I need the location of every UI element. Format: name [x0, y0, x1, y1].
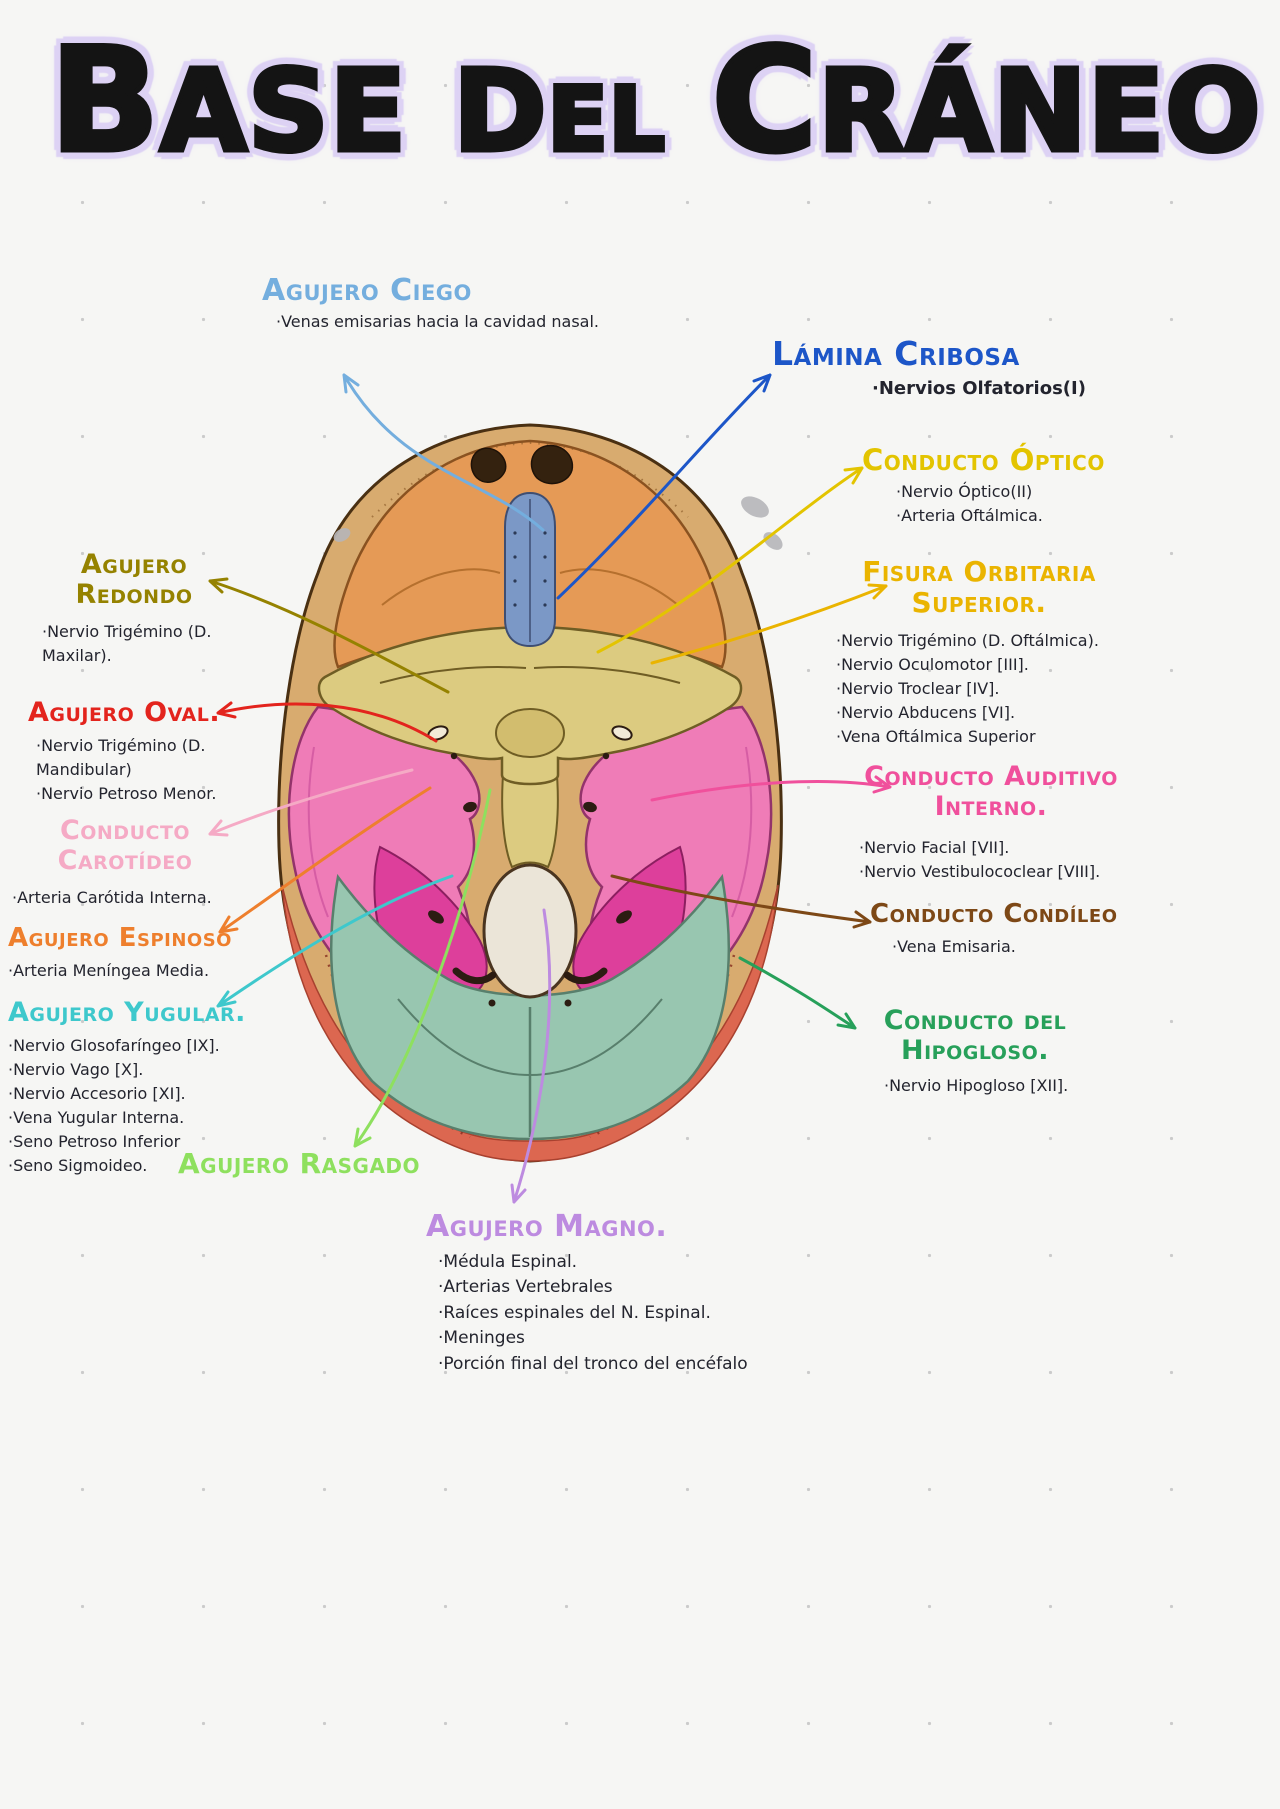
label-lamina-cribosa: Lámina Cribosa ·Nervios Olfatorios(I) [772, 334, 1112, 402]
label-agujero-ciego: Agujero Ciego ·Venas emisarias hacia la … [262, 274, 602, 334]
label-conducto-optico: Conducto Óptico ·Nervio Óptico(II) ·Arter… [862, 444, 1162, 528]
bullet-item: ·Arteria Carótida Interna. [12, 888, 212, 908]
bullet-item: ·Nervio Facial [VII]. [859, 838, 1010, 858]
label-items: ·Nervio Trigémino (D. Maxilar). [38, 620, 230, 668]
label-title: Fisura Orbitaria Superior. [862, 555, 1096, 620]
label-agujero-oval: Agujero Oval. ·Nervio Trigémino (D. Mand… [28, 697, 266, 806]
bullet-item: ·Nervio Petroso Menor. [36, 784, 217, 804]
label-items: ·Nervio Glosofaríngeo [IX]. ·Nervio Vago … [8, 1034, 250, 1178]
bullet-item: ·Vena Oftálmica Superior [836, 726, 1036, 746]
label-agujero-magno: Agujero Magno. ·Médula Espinal. ·Arterias… [426, 1210, 806, 1377]
label-title: Agujero Yugular. [8, 997, 246, 1028]
bullet-item: ·Arterias Vertebrales [438, 1277, 613, 1298]
label-items: ·Vena Emisaria. [870, 935, 1156, 959]
bullet-item: ·Nervio Trigémino (D. Oftálmica). [836, 630, 1099, 650]
bullet-item: ·Nervio Hipogloso [XII]. [884, 1076, 1069, 1096]
label-title: Conducto Óptico [862, 443, 1105, 477]
label-items: ·Médula Espinal. ·Arterias Vertebrales ·Ra… [426, 1250, 806, 1378]
label-title: Agujero Espinoso [8, 923, 232, 953]
bullet-item: ·Seno Petroso Inferior [8, 1132, 181, 1152]
bullet-item: ·Nervio Accesorio [XI]. [8, 1084, 186, 1104]
bullet-item: ·Nervio Abducens [VI]. [836, 702, 1016, 722]
title-word-craneo: Cráneo [709, 17, 1263, 184]
label-title: Agujero Ciego [262, 273, 472, 308]
label-title: Agujero Oval. [28, 697, 221, 728]
label-items: ·Nervio Trigémino (D. Mandibular) ·Nervio… [28, 734, 266, 806]
label-items: ·Venas emisarias hacia la cavidad nasal. [262, 310, 602, 334]
label-conducto-auditivo-interno: Conducto Auditivo Interno. ·Nervio Facia… [855, 761, 1127, 884]
label-items: ·Arteria Meníngea Media. [8, 959, 270, 983]
bullet-item: ·Raíces espinales del N. Espinal. [438, 1302, 711, 1323]
clivus-region [501, 762, 559, 869]
bullet-item: ·Seno Sigmoideo. [8, 1156, 148, 1176]
label-fisura-orbitaria-superior: Fisura Orbitaria Superior. ·Nervio Trigé… [828, 556, 1130, 749]
label-agujero-yugular: Agujero Yugular. ·Nervio Glosofaríngeo [… [8, 997, 250, 1178]
label-conducto-del-hipogloso: Conducto del Hipogloso. ·Nervio Hipoglos… [850, 1005, 1100, 1098]
label-title: Conducto del Hipogloso. [883, 1005, 1067, 1067]
label-agujero-rasgado: Agujero Rasgado [178, 1147, 468, 1180]
bullet-item: ·Arteria Meníngea Media. [8, 961, 210, 981]
bullet-item: ·Meninges [438, 1328, 525, 1349]
bullet-item: ·Arteria Oftálmica. [896, 506, 1043, 526]
bullet-item: ·Nervio Troclear [IV]. [836, 678, 1000, 698]
label-items: ·Nervio Hipogloso [XII]. [850, 1074, 1100, 1098]
label-conducto-carotideo: Conducto Carotídeo ·Arteria Carótida Int… [12, 815, 238, 910]
bullet-item: ·Médula Espinal. [438, 1251, 578, 1272]
label-title: Conducto Condíleo [870, 899, 1118, 929]
label-agujero-redondo: Agujero Redondo ·Nervio Trigémino (D. Ma… [38, 549, 230, 668]
bullet-item: ·Porción final del tronco del encéfalo [438, 1353, 748, 1374]
label-title: Agujero Redondo [75, 549, 193, 611]
label-title: Agujero Magno. [426, 1209, 668, 1244]
label-items: ·Arteria Carótida Interna. [12, 886, 238, 910]
label-title: Lámina Cribosa [772, 334, 1020, 373]
bullet-item: ·Nervio Vago [X]. [8, 1060, 144, 1080]
bullet-item: ·Nervio Vestibulococlear [VIII]. [859, 862, 1101, 882]
page-title: Base del Cráneo [47, 17, 1263, 184]
bullet-item: ·Nervio Óptico(II) [896, 482, 1033, 502]
bullet-item: ·Nervio Glosofaríngeo [IX]. [8, 1036, 220, 1056]
bullet-item: ·Nervios Olfatorios(I) [872, 377, 1086, 399]
label-title: Conducto Carotídeo [57, 815, 193, 877]
label-title: Conducto Auditivo Interno. [864, 761, 1118, 823]
label-items: ·Nervios Olfatorios(I) [772, 375, 1112, 402]
bullet-item: ·Vena Emisaria. [892, 937, 1016, 957]
title-word-base: Base [47, 17, 408, 184]
label-items: ·Nervio Óptico(II) ·Arteria Oftálmica. [862, 480, 1162, 528]
bullet-item: ·Nervio Trigémino (D. Maxilar). [42, 622, 212, 666]
bullet-item: ·Nervio Trigémino (D. Mandibular) [36, 736, 206, 780]
label-items: ·Nervio Trigémino (D. Oftálmica). ·Nervio… [828, 629, 1130, 749]
label-conducto-condileo: Conducto Condíleo ·Vena Emisaria. [870, 899, 1156, 959]
bullet-item: ·Vena Yugular Interna. [8, 1108, 185, 1128]
label-agujero-espinoso: Agujero Espinoso ·Arteria Meníngea Media… [8, 923, 270, 983]
bullet-item: ·Nervio Oculomotor [III]. [836, 654, 1029, 674]
title-word-del: del [451, 45, 668, 177]
bullet-item: ·Venas emisarias hacia la cavidad nasal. [276, 311, 600, 331]
label-title: Agujero Rasgado [178, 1147, 421, 1180]
label-items: ·Nervio Facial [VII]. ·Nervio Vestibuloco… [855, 836, 1127, 884]
